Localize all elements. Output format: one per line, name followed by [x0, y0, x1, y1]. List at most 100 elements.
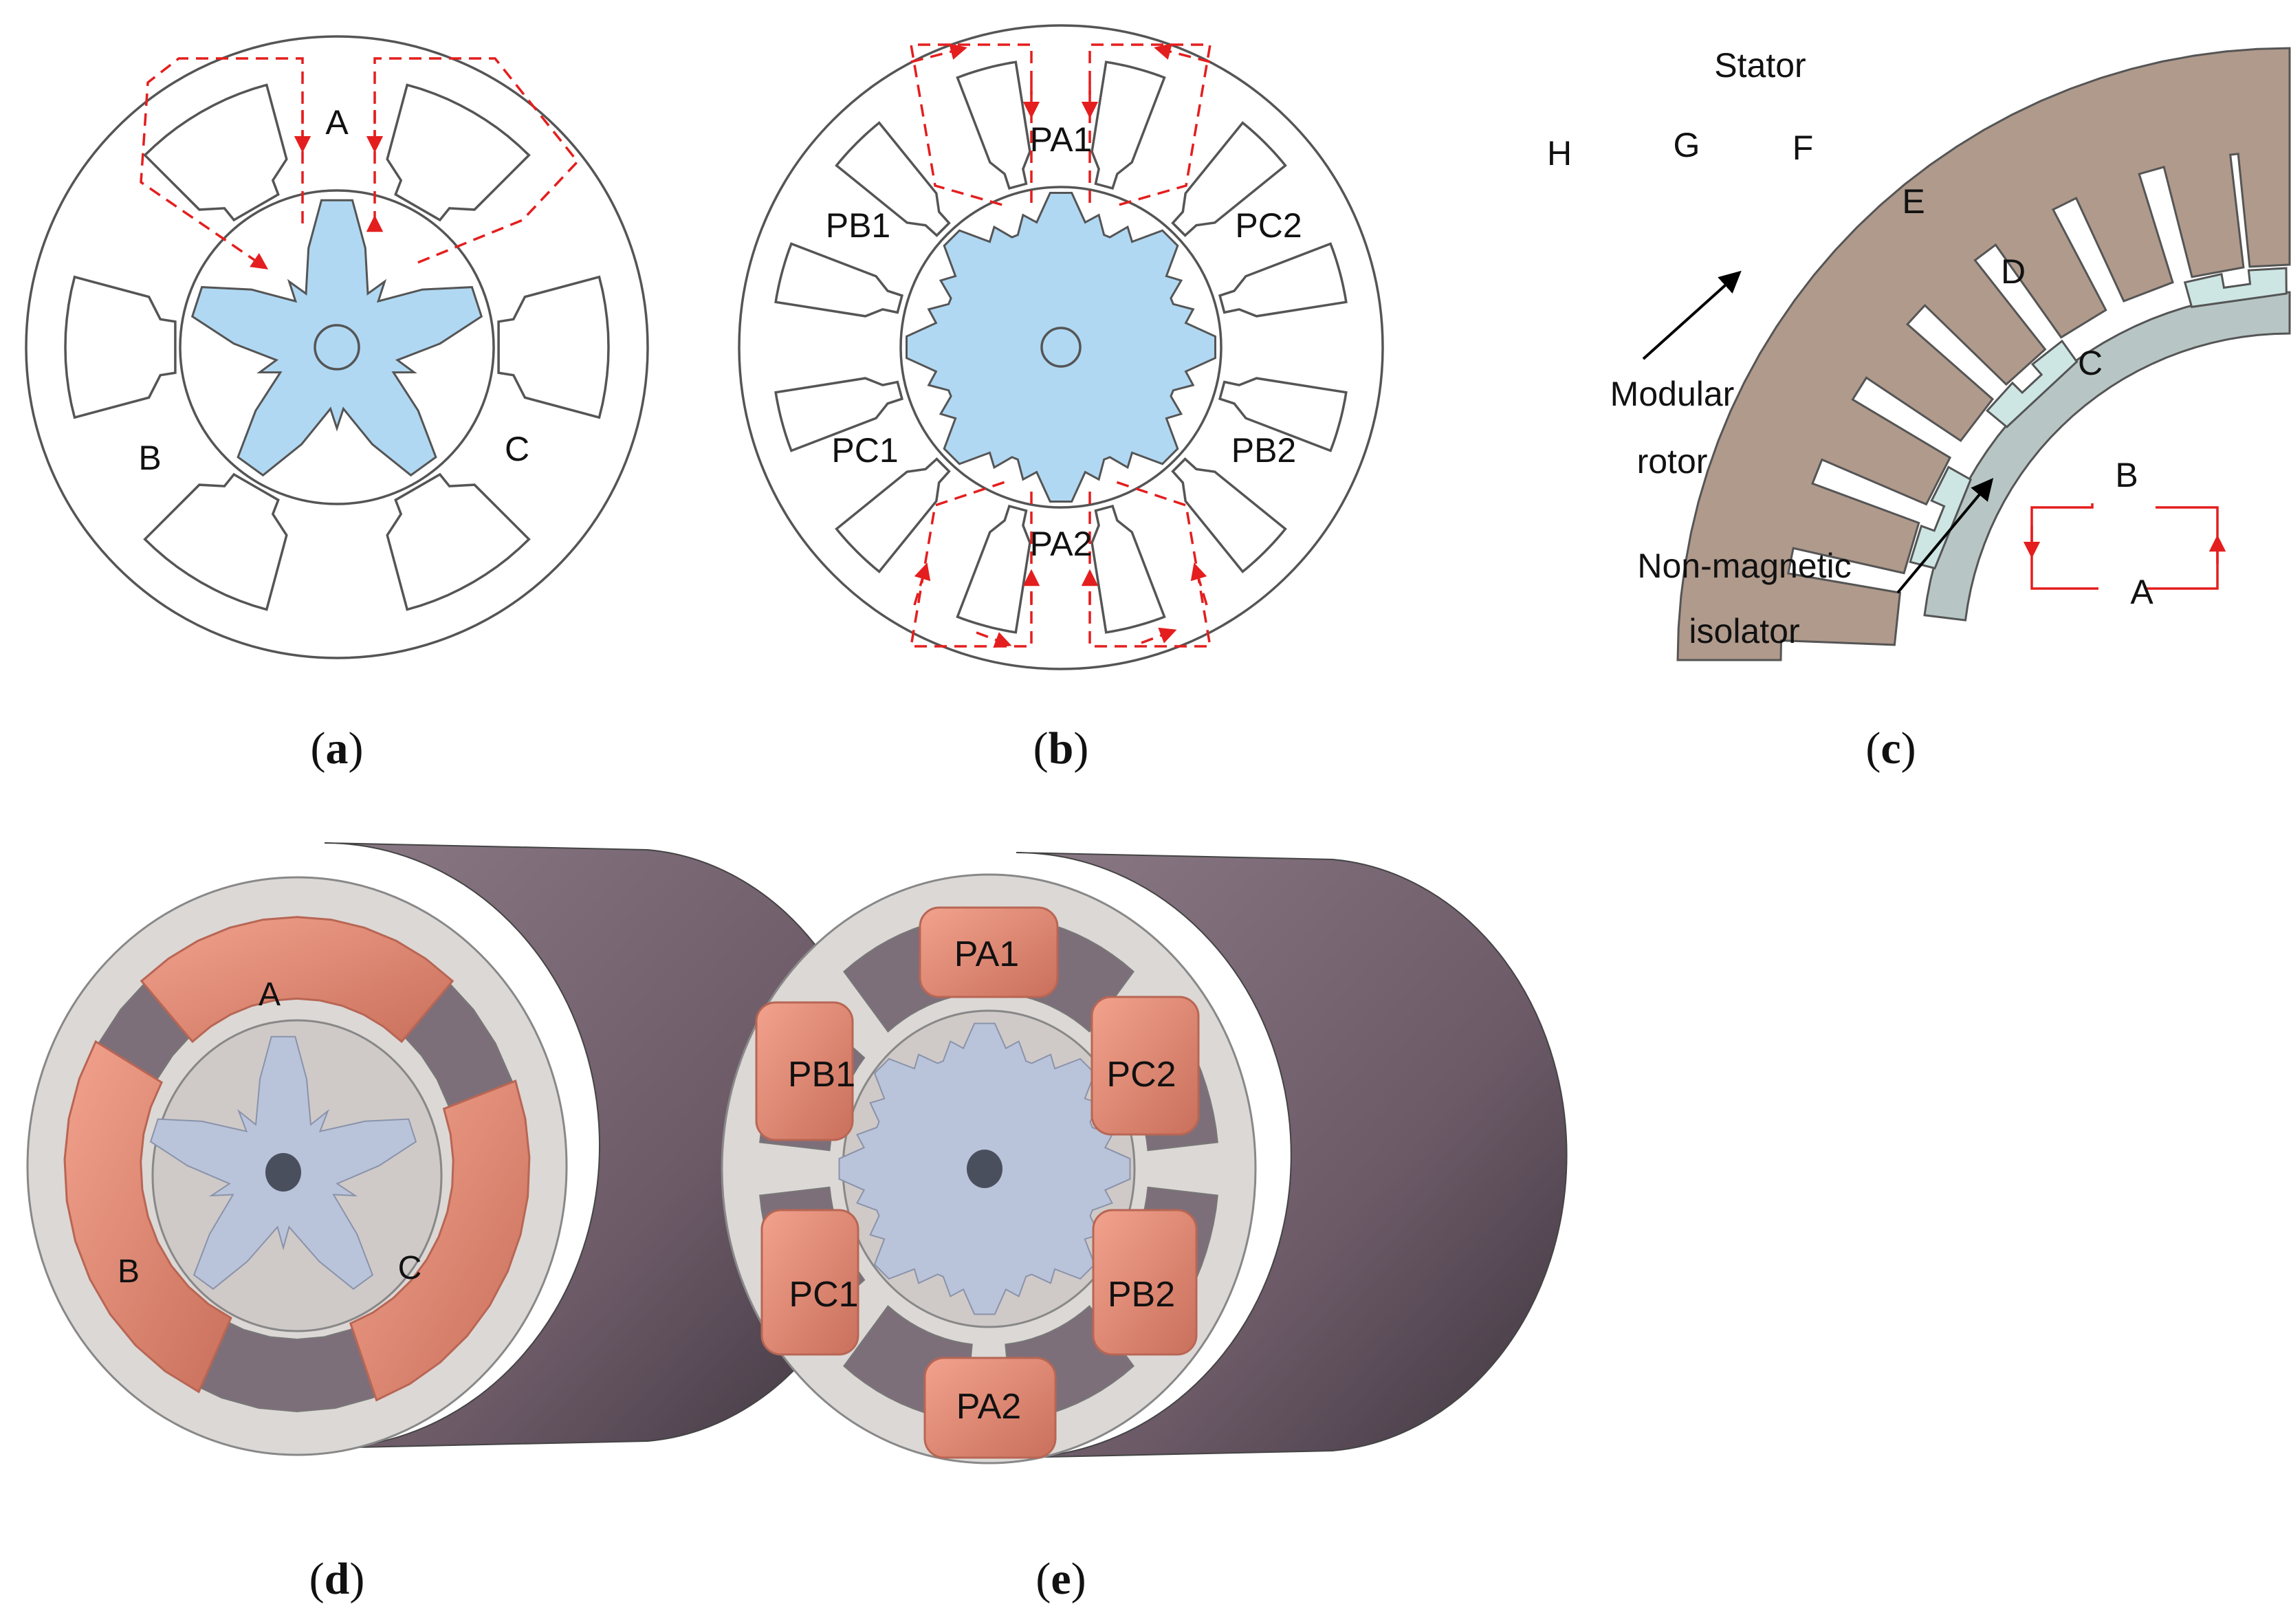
panel-a-air-gap [179, 189, 495, 505]
panel-c-rotor-label-line2: rotor [1637, 442, 1708, 481]
panel-b-stator-slots [774, 61, 1348, 634]
panel-c-tooth-label-b: B [2115, 456, 2138, 494]
panel-c-rotor-label-line1: Modular [1610, 375, 1735, 413]
panel-b-phase-label-pc2: PC2 [1235, 206, 1302, 245]
panel-c-tooth-label-c: C [2078, 344, 2103, 382]
panel-a-phase-label-c: C [505, 430, 529, 468]
panel-d-caption-letter: d [325, 1554, 350, 1604]
panel-e-coil-pa2 [923, 1357, 1057, 1459]
panel-c-flux-loop [2030, 503, 2219, 590]
panel-d-coil-label-b: B [118, 1253, 140, 1290]
panel-a-slot [386, 83, 531, 222]
panel-c-tooth-label-e: E [1902, 182, 1925, 221]
panel-d-shaft-hole [265, 1153, 301, 1192]
panel-b-flux-top-right [1088, 43, 1212, 208]
panel-b-flux-arrow [1190, 562, 1208, 606]
panel-d-coil-b [63, 1040, 232, 1394]
panel-a-caption-letter: a [326, 723, 349, 773]
panel-a-slot [497, 275, 610, 419]
panel-c-rotor-module [1986, 339, 2079, 428]
panel-e-coil-label-pb2: PB2 [1108, 1275, 1175, 1315]
panel-b-phase-label-pa2: PA2 [1030, 525, 1093, 563]
panel-c-modular-rotor-segments [1909, 267, 2288, 570]
panel-c-non-magnetic-isolator [1923, 291, 2291, 622]
panel-e-coil-pb1 [755, 1001, 854, 1141]
panel-e-coil-label-pc2: PC2 [1106, 1055, 1176, 1095]
panel-e-caption: (e) [1035, 1554, 1086, 1604]
panel-c-isolator-label-line1: Non-magnetic [1637, 547, 1851, 585]
panel-b-slot [774, 242, 904, 318]
panel-e-caption-letter: e [1051, 1554, 1071, 1604]
panel-b-flux-arrow [910, 43, 967, 63]
panel-b-slot [1171, 121, 1287, 237]
panel-b-6-phase-motor-cross-section: PA1 PC2 PB2 PA2 PC1 PB1 [738, 24, 1384, 670]
panel-a-slot [143, 83, 288, 222]
panel-c-rotor-pointer [1642, 270, 1742, 360]
panel-b-phase-label-pc1: PC1 [831, 431, 898, 470]
panel-b-flux-arrow [976, 631, 1012, 648]
panel-b-air-gap [899, 186, 1223, 509]
panel-c-isolator-pointer [1896, 478, 1994, 594]
panel-d-3d-3-phase-motor: A B C [26, 842, 883, 1456]
panel-b-slot [774, 377, 904, 452]
panel-a-stator-outer [25, 35, 649, 659]
panel-e-coil-label-pc1: PC1 [789, 1275, 858, 1315]
panel-b-slot [956, 504, 1031, 634]
panel-c-tooth-label-f: F [1793, 129, 1814, 167]
panel-a-stator-slots [64, 83, 610, 611]
panel-e-coil-pa1 [919, 906, 1059, 998]
panel-e-coil-pc1 [760, 1209, 859, 1356]
panel-c-stator-label: Stator [1714, 46, 1806, 85]
panel-d-coil-a [140, 916, 454, 1044]
panel-b-flux-path [909, 43, 1212, 648]
panel-c-tooth-labels: H G F E D C B A [1547, 126, 2153, 611]
panel-b-flux-top-left [909, 43, 1033, 208]
panel-c-tooth-label-d: D [2001, 252, 2026, 291]
panel-d-coils [63, 916, 531, 1402]
panel-e-coils [755, 906, 1200, 1459]
panel-e-coil-label-pb1: PB1 [788, 1055, 855, 1095]
panel-c-caption: (c) [1865, 723, 1916, 773]
panel-b-flux-arrow [913, 562, 931, 606]
panel-e-3d-6-phase-motor: PA1 PB1 PC2 PC1 PB2 PA2 [721, 852, 1568, 1464]
panel-b-phase-label-pb2: PB2 [1231, 431, 1297, 470]
panel-d-coil-label-a: A [259, 976, 281, 1013]
panel-c-rotor-module [2183, 267, 2288, 309]
panel-c-isolator-label-line2: isolator [1689, 612, 1799, 650]
panel-e-shaft-hole [967, 1150, 1002, 1188]
panel-a-phase-label-b: B [138, 439, 161, 477]
panel-a-slot [64, 275, 177, 419]
panel-d-coil-c [349, 1079, 531, 1402]
panel-b-rotor [906, 192, 1216, 503]
panel-c-rotor-module [1909, 465, 1972, 570]
panel-b-slot [1090, 504, 1166, 634]
panel-b-phase-label-pb1: PB1 [826, 206, 891, 245]
panel-d-caption: (d) [309, 1554, 365, 1604]
panel-b-flux-arrow [1154, 43, 1211, 63]
panel-b-flux-arrow [1141, 627, 1177, 644]
panel-b-caption: (b) [1033, 723, 1089, 773]
panel-a-caption: (a) [311, 723, 364, 773]
panel-a-rotor [190, 199, 483, 477]
panel-e-coil-label-pa1: PA1 [954, 934, 1019, 974]
panel-e-coil-label-pa2: PA2 [956, 1387, 1021, 1427]
panel-b-slot [1090, 61, 1166, 190]
panel-a-shaft-hole [314, 324, 360, 371]
panel-c-stator [1676, 47, 2291, 661]
panel-b-slot [835, 457, 951, 573]
panel-b-slot [956, 61, 1031, 190]
panel-b-phase-label-pa1: PA1 [1030, 120, 1093, 159]
panel-b-slot [1218, 242, 1348, 318]
panel-c-tooth-label-g: G [1674, 126, 1700, 164]
panel-a-slot [386, 472, 531, 611]
panel-a-3-phase-motor-cross-section: A B C [25, 35, 649, 659]
panel-b-slot [1171, 457, 1287, 573]
panel-d-coil-label-c: C [398, 1250, 422, 1286]
panel-a-slot [143, 472, 288, 611]
panel-b-caption-letter: b [1049, 723, 1074, 773]
panel-e-coil-pb2 [1092, 1209, 1198, 1356]
panel-e-coil-pc2 [1090, 996, 1200, 1136]
panel-b-shaft-hole [1040, 327, 1082, 368]
panel-b-slot [1218, 377, 1348, 452]
